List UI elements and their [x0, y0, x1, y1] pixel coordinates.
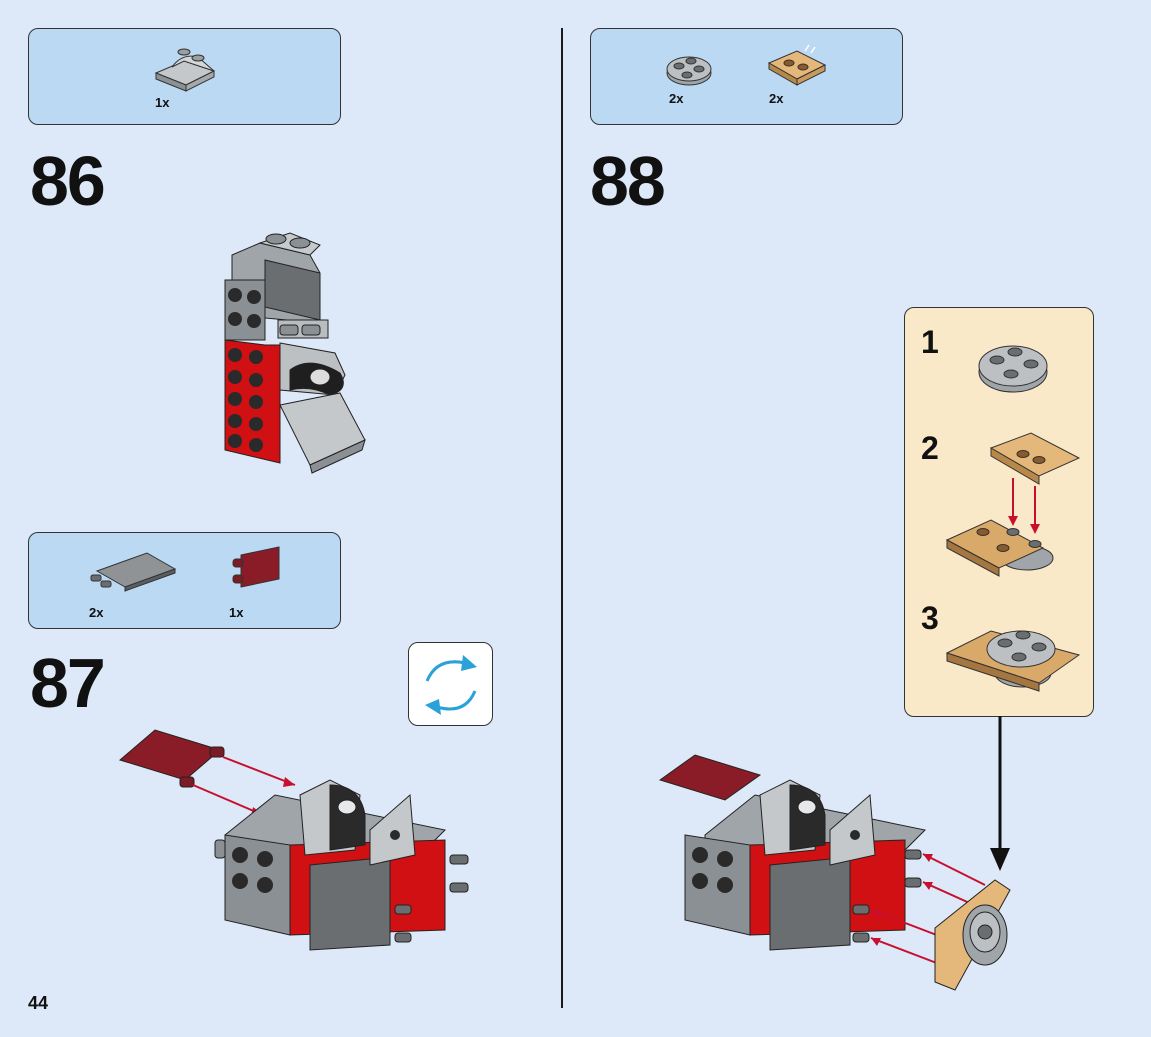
substep-2-illustration: [945, 432, 1081, 577]
parts-callout-step-86: 1x: [28, 28, 341, 125]
substep-number-2: 2: [921, 430, 939, 466]
parts-callout-step-88: 2x 2x: [590, 28, 903, 125]
substep-number-1: 1: [921, 324, 939, 360]
tan-plate-bar-part: [767, 44, 827, 86]
step-number-87: 87: [30, 644, 106, 722]
dark-red-flag-part: [232, 546, 280, 588]
step-86-assembly-illustration: [224, 232, 366, 474]
page-number: 44: [28, 993, 49, 1013]
subassembly-placement-arrow: [990, 716, 1010, 871]
parts-callout-step-87: 2x 1x: [28, 532, 341, 629]
substep-3-illustration: [945, 630, 1081, 692]
subassembly-callout: 1 2 3: [904, 307, 1094, 717]
grey-curved-slope-part: [154, 48, 216, 92]
dark-grey-tile-clip-part: [90, 552, 177, 592]
part-quantity: 2x: [89, 605, 104, 620]
page-divider: [561, 28, 563, 1008]
step-number-86: 86: [30, 142, 106, 220]
rotate-model-callout: [408, 642, 493, 726]
part-quantity: 2x: [669, 91, 684, 106]
rotate-model-icon: [425, 655, 477, 715]
part-quantity: 2x: [769, 91, 784, 106]
step-87-assembly-illustration: [118, 729, 469, 951]
grey-round-plate-part: [666, 56, 712, 86]
step-number-88: 88: [590, 142, 666, 220]
substep-number-3: 3: [921, 600, 939, 636]
substep-1-illustration: [978, 345, 1048, 393]
step-88-assembly-illustration: [658, 754, 1011, 991]
part-quantity: 1x: [155, 95, 170, 110]
part-quantity: 1x: [229, 605, 244, 620]
